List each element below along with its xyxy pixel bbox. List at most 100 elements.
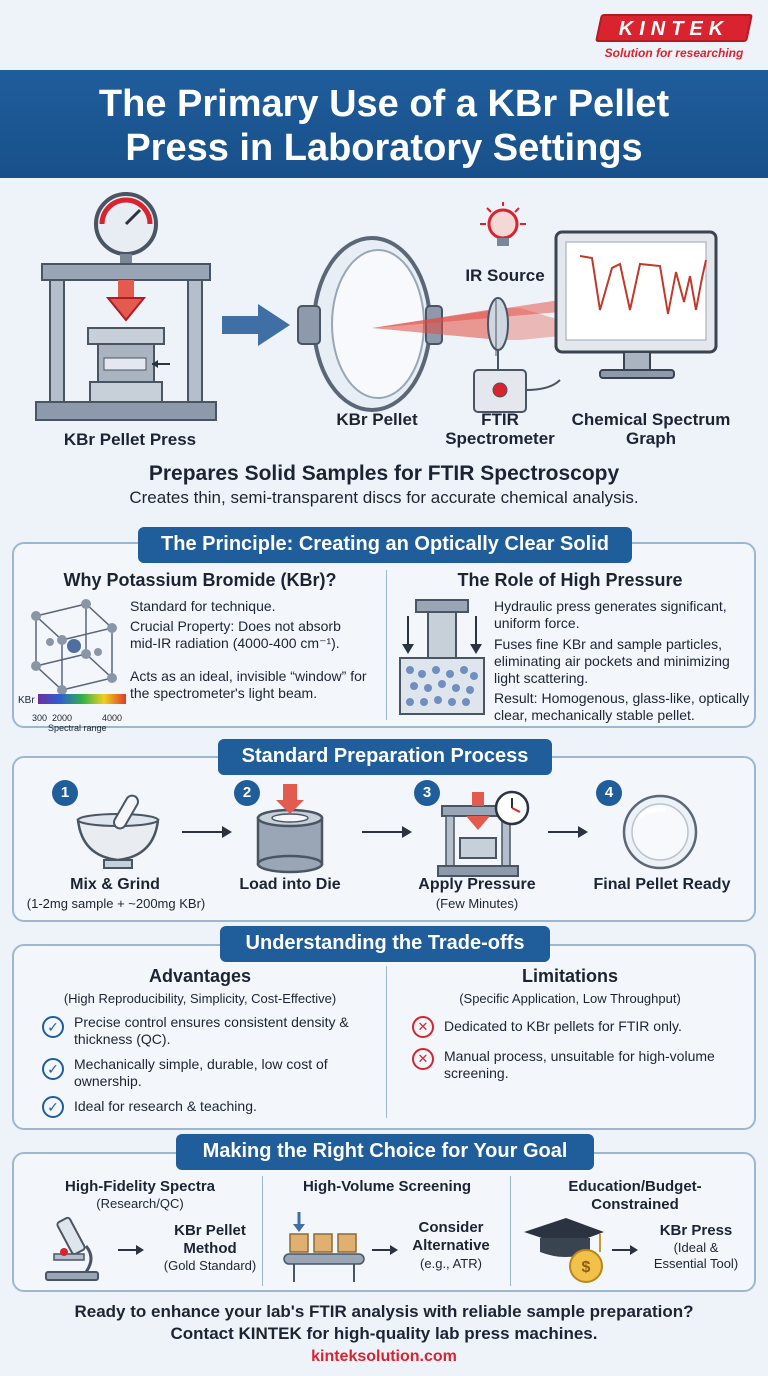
kbr-point-2: Crucial Property: Does not absorb mid-IR… [130, 618, 341, 651]
check-icon: ✓ [42, 1096, 64, 1118]
pressure-point-3: Result: Homogenous, glass-like, opticall… [494, 690, 750, 723]
limitation-2: Manual process, unsuitable for high-volu… [444, 1048, 715, 1081]
choice-graphic: $ [45, 1212, 638, 1283]
ftir-label-line1: FTIR [481, 410, 519, 429]
step-number-3: 3 [414, 780, 440, 806]
principle-pill: The Principle: Creating an Optically Cle… [138, 527, 632, 563]
goal-result-3: KBr Press [659, 1222, 733, 1239]
tick-300: 300 [32, 713, 48, 723]
limitation-1: Dedicated to KBr pellets for FTIR only. [444, 1018, 682, 1034]
graph-label-line2: Graph [625, 429, 677, 448]
goal-head-1: High-Fidelity Spectra [64, 1178, 216, 1195]
cross-icon: ✕ [412, 1048, 434, 1070]
microscope-icon [45, 1216, 99, 1281]
choice-pill: Making the Right Choice for Your Goal [176, 1134, 594, 1170]
goal-result-2-line2: Alternative [412, 1237, 490, 1254]
goal-sub-3: Constrained [591, 1196, 679, 1213]
goal-result-1: KBr Pellet Method [150, 1222, 270, 1258]
arrow-2-icon [362, 826, 412, 838]
arrow-3-icon [548, 826, 588, 838]
mortar-pestle-icon [76, 794, 160, 869]
crystal-lattice-icon [31, 599, 126, 704]
ir-source-label: IR Source [465, 266, 545, 285]
advantage-1: Precise control ensures consistent densi… [74, 1014, 349, 1047]
cta-line-2: Contact KINTEK for high-quality lab pres… [170, 1324, 598, 1343]
cross-icon: ✕ [412, 1016, 434, 1038]
tick-2000: 2000 [52, 713, 73, 723]
step-number-4: 4 [596, 780, 622, 806]
pressure-heading: The Role of High Pressure [457, 570, 683, 590]
pressure-point-2: Fuses fine KBr and sample particles, eli… [494, 636, 730, 686]
grad-cap-icon: $ [524, 1218, 604, 1283]
choice-arrow-3-icon [612, 1245, 638, 1255]
step-sub-1: (1-2mg sample + ~200mg KBr) [26, 896, 206, 911]
kbr-point-1: Standard for technique. [130, 598, 276, 614]
goal-note-1: (Gold Standard) [163, 1258, 257, 1273]
cta-line-1: Ready to enhance your lab's FTIR analysi… [74, 1302, 694, 1321]
goal-result-1-line2: Method [183, 1240, 237, 1257]
spectral-range-label: Spectral range [48, 723, 107, 733]
kbr-bar-label: KBr [18, 695, 35, 706]
choice-divider-1 [262, 1176, 263, 1286]
kbr-pellet-icon [297, 236, 443, 412]
compression-icon [399, 599, 485, 715]
press-label: KBr Pellet Press [63, 430, 197, 449]
check-icon: ✓ [42, 1016, 64, 1038]
svg-text:$: $ [582, 1259, 591, 1276]
graph-label-line1: Chemical Spectrum [571, 410, 731, 429]
goal-note-3-line1: (Ideal & [673, 1240, 719, 1255]
advantage-3: Ideal for research & teaching. [74, 1098, 257, 1114]
hero-graphic [35, 192, 718, 421]
choice-arrow-1-icon [118, 1245, 144, 1255]
title-line-1: The Primary Use of a KBr Pellet [98, 83, 670, 125]
goal-result-2: Consider Alternative [396, 1219, 506, 1255]
step-label-3: Apply Pressure [418, 876, 536, 893]
goal-head-2: High-Volume Screening [302, 1178, 472, 1195]
kintek-logo[interactable]: KINTEK Solution for researching [590, 12, 758, 64]
goal-result-1-line1: KBr Pellet [174, 1222, 246, 1239]
final-pellet-icon [622, 794, 698, 870]
advantages-sub: (High Reproducibility, Simplicity, Cost-… [63, 991, 337, 1006]
process-graphic [76, 784, 698, 877]
goal-head-3: Education/Budget- [568, 1178, 702, 1195]
logo-tagline: Solution for researching [604, 46, 744, 60]
step-number-2: 2 [234, 780, 260, 806]
pellet-label: KBr Pellet [336, 410, 418, 429]
mini-press-icon [437, 790, 530, 877]
pellet-press-icon [35, 263, 217, 421]
hero-illustration: KBr Pellet Press KBr Pellet IR Source FT… [0, 180, 768, 460]
goal-result-2-line1: Consider [418, 1219, 484, 1236]
pressure-gauge-icon [94, 192, 158, 266]
goal-note-3: (Ideal & Essential Tool) [636, 1240, 756, 1272]
principle-panel [12, 542, 756, 728]
flow-arrow-icon [222, 304, 290, 346]
ftir-label-line2: Spectrometer [445, 429, 555, 448]
conveyor-icon [283, 1212, 365, 1282]
limitations-heading: Limitations [521, 966, 618, 986]
title-line-2: Press in Laboratory Settings [125, 127, 643, 169]
ir-beam [372, 300, 560, 340]
title-banner: The Primary Use of a KBr Pellet Press in… [0, 70, 768, 178]
step-number-1: 1 [52, 780, 78, 806]
website-link[interactable]: kinteksolution.com [311, 1348, 457, 1365]
goal-sub-1: (Research/QC) [96, 1196, 184, 1211]
arrow-1-icon [182, 826, 232, 838]
principle-divider [386, 570, 387, 720]
tradeoffs-divider [386, 966, 387, 1118]
tradeoffs-pill: Understanding the Trade-offs [220, 926, 550, 962]
ftir-label: FTIR Spectrometer [440, 410, 560, 448]
goal-note-2: (e.g., ATR) [420, 1256, 482, 1271]
step-label-2: Load into Die [239, 876, 341, 893]
goal-note-3-line2: Essential Tool) [653, 1256, 739, 1271]
choice-divider-2 [510, 1176, 511, 1286]
logo-text: KINTEK [618, 18, 730, 40]
hero-subheading: Creates thin, semi-transparent discs for… [129, 488, 639, 507]
die-icon [256, 784, 324, 874]
advantage-2: Mechanically simple, durable, low cost o… [74, 1056, 328, 1089]
process-pill: Standard Preparation Process [218, 739, 552, 775]
pressure-point-1: Hydraulic press generates significant, u… [494, 598, 727, 631]
ir-source-bulb-icon [480, 202, 526, 246]
spectrum-monitor-icon [554, 230, 718, 379]
tick-4000: 4000 [102, 713, 123, 723]
kbr-heading: Why Potassium Bromide (KBr)? [63, 570, 337, 590]
